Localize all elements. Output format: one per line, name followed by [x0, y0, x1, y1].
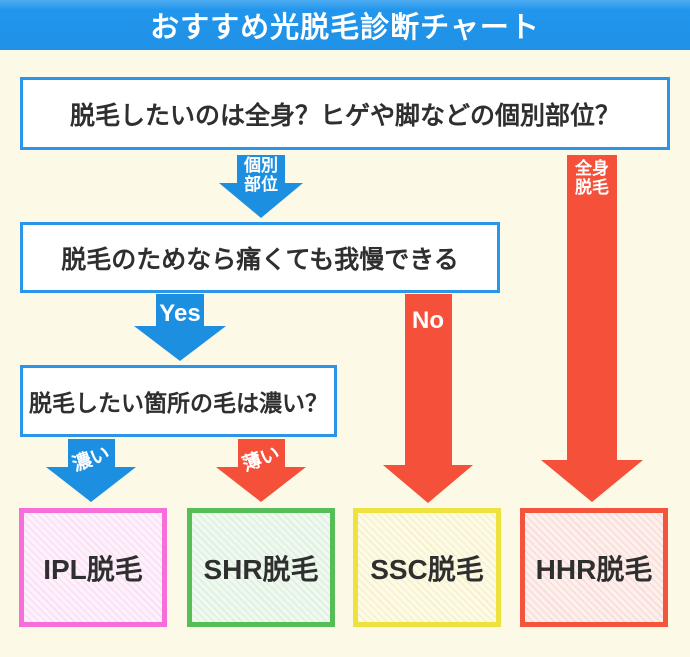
arrow-label-line2: 脱毛 [575, 177, 609, 197]
result-box-hhr: HHR脱毛 [520, 508, 668, 627]
arrow-label-individual-parts: 個別 部位 [219, 156, 303, 194]
question-3-text: 脱毛したい箇所の毛は濃い？ [29, 390, 328, 416]
chart-header: おすすめ光脱毛診断チャート [0, 0, 690, 50]
arrow-head [541, 460, 643, 502]
arrow-head [219, 183, 303, 218]
result-box-ipl: IPL脱毛 [19, 508, 167, 627]
arrow-label-no: No [412, 307, 444, 334]
arrow-shaft [68, 439, 115, 469]
chart-title: おすすめ光脱毛診断チャート [150, 12, 540, 44]
result-box-ssc: SSC脱毛 [353, 508, 501, 627]
arrow-label-full-body: 全身 脱毛 [541, 159, 643, 197]
arrow-head [134, 326, 226, 361]
result-box-shr: SHR脱毛 [187, 508, 335, 627]
arrow-down-dark-hair-icon: 濃い [46, 439, 137, 502]
arrow-head [383, 465, 473, 503]
result-label-hhr: HHR脱毛 [535, 553, 653, 585]
arrow-shaft [156, 294, 204, 328]
arrow-shaft [238, 439, 285, 469]
question-2-text: 脱毛のためなら痛くても我慢できる [61, 245, 459, 274]
arrow-shaft [237, 155, 285, 185]
arrow-down-no-icon: No [383, 294, 473, 503]
result-label-shr: SHR脱毛 [203, 553, 319, 585]
question-box-1: 脱毛したいのは全身？ヒゲや脚などの個別部位？ [20, 77, 670, 150]
arrow-label-line2: 部位 [244, 174, 278, 194]
arrow-label-yes: Yes [159, 300, 201, 327]
result-label-ipl: IPL脱毛 [43, 553, 143, 585]
result-label-ssc: SSC脱毛 [370, 553, 484, 585]
arrow-head [46, 467, 136, 502]
arrow-down-individual-parts-icon: 個別 部位 [219, 155, 303, 218]
question-box-2: 脱毛のためなら痛くても我慢できる [20, 222, 500, 293]
arrow-shaft [567, 155, 617, 462]
question-box-3: 脱毛したい箇所の毛は濃い？ [20, 365, 337, 437]
arrow-down-full-body-icon: 全身 脱毛 [541, 155, 643, 503]
arrow-head [216, 467, 306, 502]
arrow-label-line1: 個別 [244, 156, 278, 175]
arrow-label-line1: 全身 [575, 159, 609, 178]
question-1-text: 脱毛したいのは全身？ヒゲや脚などの個別部位？ [69, 101, 620, 130]
arrow-shaft [405, 294, 452, 467]
arrow-down-light-hair-icon: 薄い [216, 439, 307, 502]
arrow-down-yes-icon: Yes [134, 294, 226, 361]
